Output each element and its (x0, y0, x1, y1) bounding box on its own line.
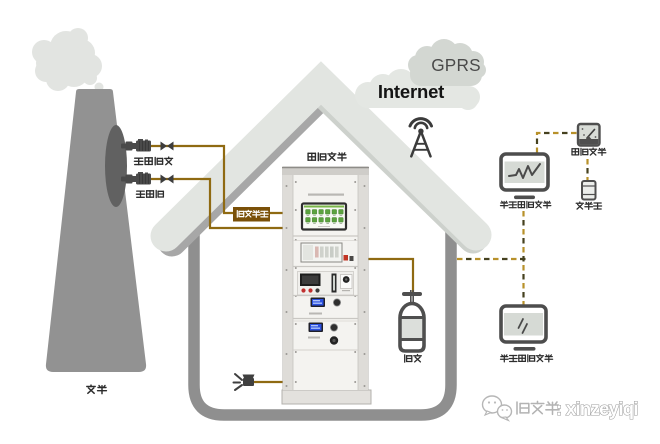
svg-text:: xinzeyiqi: : xinzeyiqi (556, 398, 638, 419)
svg-text:Internet: Internet (378, 81, 444, 102)
svg-text:GPRS: GPRS (431, 55, 481, 75)
